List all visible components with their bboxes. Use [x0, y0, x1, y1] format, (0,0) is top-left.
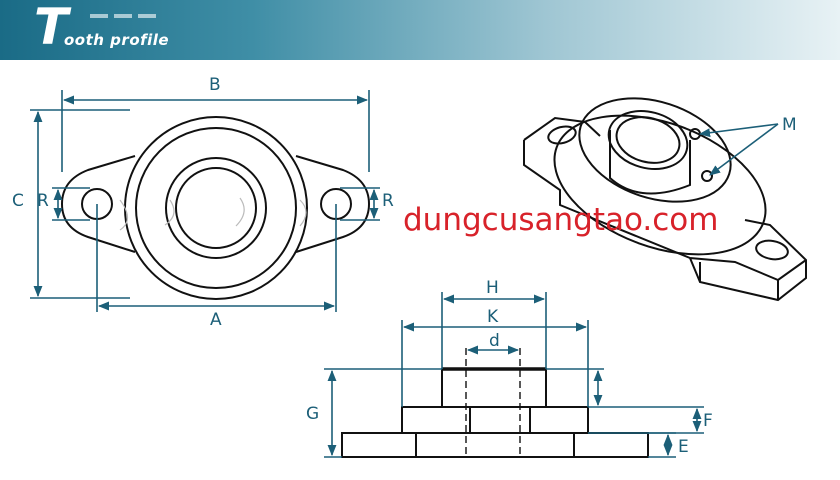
dimension-K: K — [401, 307, 589, 407]
side-base-left — [341, 432, 417, 458]
dimension-C: C — [12, 109, 130, 299]
watermark-text: dungcusangtao.com — [403, 202, 718, 238]
label-F: F — [703, 411, 713, 431]
label-G: G — [306, 404, 319, 424]
bearing-outer — [165, 157, 267, 259]
flange-outline — [60, 155, 371, 253]
iso-collar — [609, 130, 691, 195]
housing-ring — [135, 127, 297, 289]
top-view — [60, 116, 371, 300]
iso-bore-inner — [615, 116, 681, 164]
side-middle-step — [401, 406, 589, 434]
label-K: K — [487, 307, 499, 327]
iso-housing-top — [578, 97, 732, 203]
label-M: M — [782, 115, 797, 135]
dimension-d: d — [466, 331, 520, 355]
label-E: E — [678, 437, 689, 457]
bearing-inner — [175, 167, 257, 249]
dimension-top-height — [546, 368, 604, 407]
iso-bolt-hole-left — [547, 125, 577, 145]
side-base-right — [573, 432, 649, 458]
dimension-F: F — [588, 406, 713, 434]
header-banner: T ooth profile — [0, 0, 840, 60]
iso-set-screw-bottom — [701, 170, 713, 182]
iso-housing-outer — [553, 114, 767, 256]
dimension-A: A — [96, 204, 337, 330]
label-R-right: R — [382, 191, 394, 211]
housing-outer — [124, 116, 308, 300]
label-B: B — [209, 75, 221, 95]
header-title: ooth profile — [64, 31, 170, 49]
label-A: A — [210, 310, 222, 330]
isometric-view — [523, 97, 807, 302]
header-decoration — [90, 14, 162, 18]
header-title-initial: T — [34, 0, 69, 56]
label-R-left: R — [37, 191, 49, 211]
iso-bore-outer — [607, 110, 689, 170]
dimension-R-left: R — [37, 187, 90, 221]
dimension-R-right: R — [340, 187, 394, 221]
label-d: d — [489, 331, 500, 351]
label-C: C — [12, 191, 24, 211]
scan-ghost — [119, 197, 307, 231]
iso-bolt-hole-right — [755, 239, 789, 261]
dimension-G: G — [306, 368, 442, 458]
dimension-E: E — [648, 432, 689, 458]
side-view — [341, 348, 649, 458]
label-H: H — [486, 278, 499, 298]
dimension-M: M — [698, 115, 797, 176]
side-top-block — [441, 368, 547, 408]
iso-base-plate — [523, 116, 807, 302]
dimension-B: B — [61, 75, 370, 172]
